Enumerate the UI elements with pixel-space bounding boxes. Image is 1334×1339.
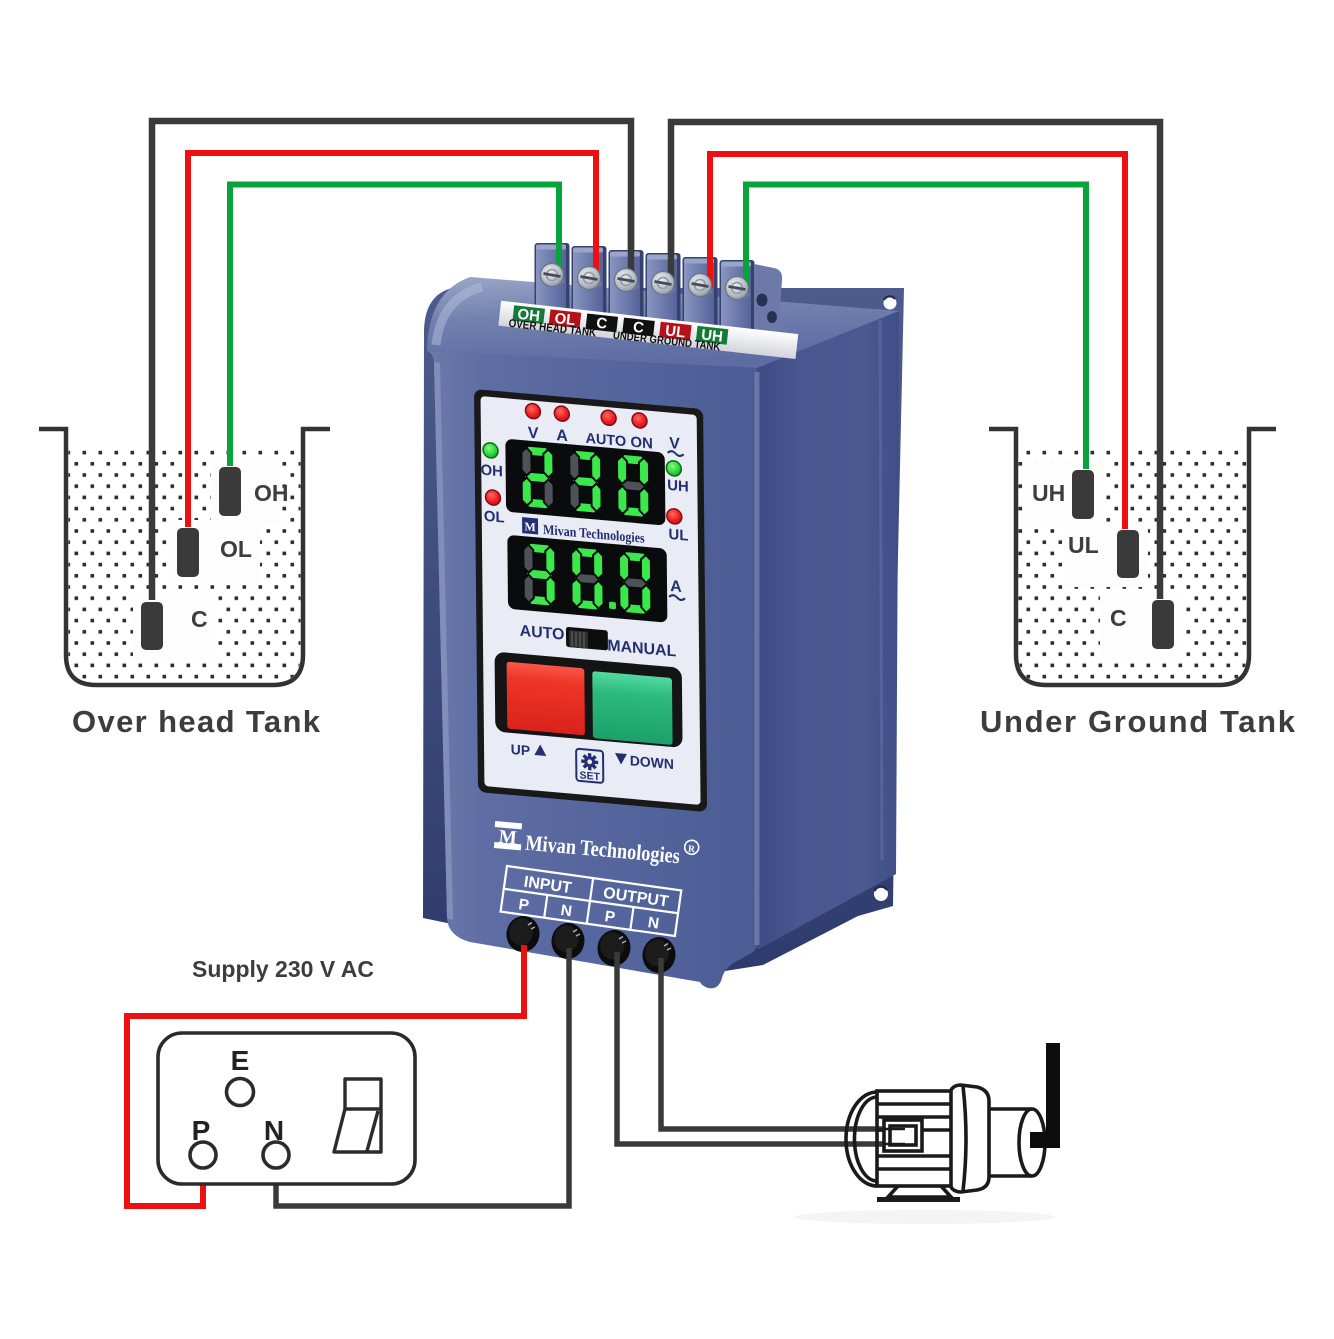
svg-text:N: N	[647, 914, 660, 932]
svg-text:OL: OL	[484, 508, 505, 527]
svg-text:Supply 230 V AC: Supply 230 V AC	[192, 956, 374, 982]
svg-text:UL: UL	[1068, 532, 1099, 558]
svg-text:OH: OH	[480, 461, 503, 480]
svg-text:V: V	[528, 425, 539, 443]
svg-text:Under Ground Tank: Under Ground Tank	[980, 704, 1296, 739]
svg-text:M: M	[524, 519, 535, 534]
svg-text:E: E	[231, 1045, 250, 1076]
svg-text:Over head Tank: Over head Tank	[72, 704, 321, 739]
svg-text:P: P	[192, 1115, 211, 1146]
svg-text:N: N	[560, 902, 573, 920]
svg-text:R: R	[688, 844, 696, 855]
svg-text:UL: UL	[668, 526, 688, 545]
svg-text:UH: UH	[667, 477, 689, 496]
svg-text:C: C	[191, 606, 208, 632]
svg-text:UP: UP	[511, 741, 531, 759]
svg-text:ON: ON	[630, 434, 653, 453]
svg-text:A: A	[556, 427, 568, 445]
svg-text:N: N	[264, 1115, 284, 1146]
svg-text:SET: SET	[580, 770, 601, 783]
svg-text:UH: UH	[1032, 480, 1065, 506]
svg-text:OL: OL	[220, 536, 252, 562]
svg-text:C: C	[595, 315, 608, 333]
svg-text:OH: OH	[254, 480, 289, 506]
svg-text:M: M	[498, 826, 518, 848]
svg-text:A: A	[670, 578, 682, 596]
svg-text:C: C	[1110, 605, 1127, 631]
